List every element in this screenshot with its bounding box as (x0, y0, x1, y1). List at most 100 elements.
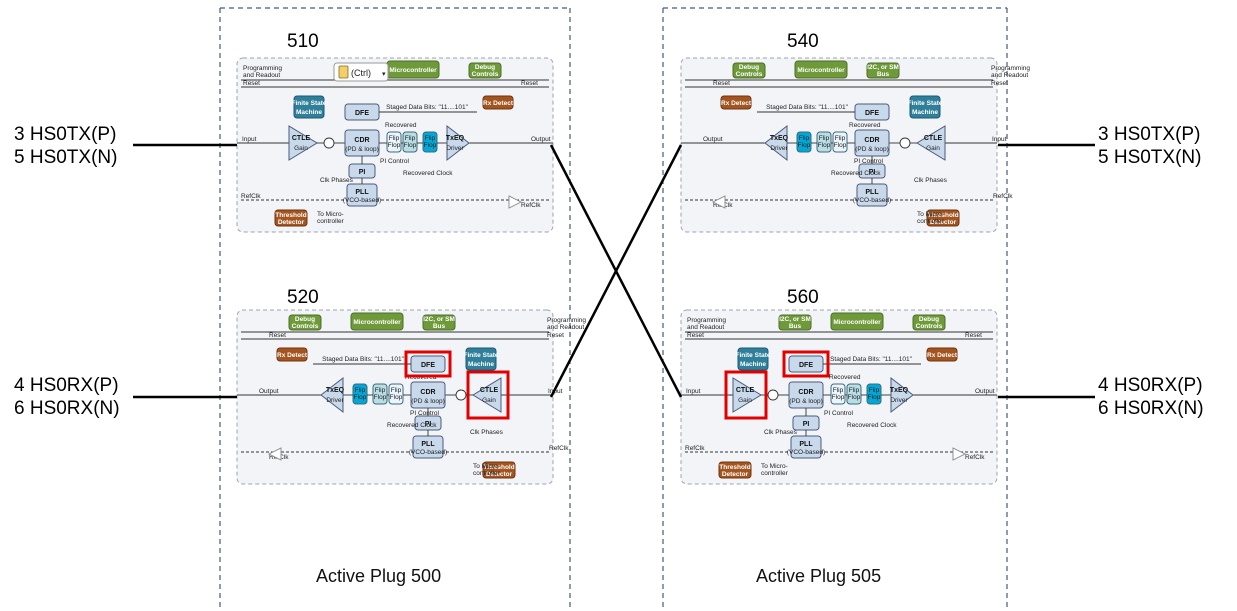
block-number-510: 510 (287, 31, 319, 52)
pll-label: PLL (799, 441, 813, 448)
ctle-amplifier (916, 125, 946, 161)
pi-control-label: PI Control (824, 410, 853, 417)
flip-label: Flip (819, 135, 830, 142)
pi-label: PI (869, 169, 876, 176)
reset-label-right: Reset (965, 332, 982, 339)
flip-flop-1 (830, 383, 846, 405)
reset-label: Reset (547, 332, 564, 339)
flop-label: Flop (848, 394, 861, 401)
fsm-label-2: Machine (296, 109, 322, 116)
detector-label: Detector (278, 219, 305, 226)
pi-label: PI (425, 421, 432, 428)
refclk-label: RefClk (549, 445, 569, 452)
flip-label: Flip (405, 135, 416, 142)
ctle-label: CTLE (736, 387, 755, 394)
and-readout-label: and Readout (547, 324, 584, 331)
pll-sub-label: (VCO-based) (853, 197, 891, 204)
output-label: Output (531, 136, 551, 143)
rx-detect-label: Rx Detect (277, 352, 308, 359)
flop-label: Flop (388, 142, 401, 149)
microcontroller-block (350, 312, 404, 331)
ctrl-paste-popup[interactable]: (Ctrl) ▾ (333, 62, 389, 82)
flip-flop-1 (388, 383, 404, 405)
refclk-buffer (508, 195, 523, 209)
gain-label: Gain (482, 397, 496, 404)
controller-label: controller (473, 470, 501, 477)
cdr-label: CDR (864, 137, 879, 144)
driver-label: Driver (770, 145, 788, 152)
microcontroller-label: Microcontroller (833, 319, 881, 326)
crossover-540-to-520 (549, 144, 683, 398)
pin-label-left-bottom-n: 6 HS0RX(N) (14, 398, 120, 419)
debug-controls-block (912, 314, 946, 331)
flip-flop-1 (386, 131, 402, 153)
bus-label: Bus (433, 323, 446, 330)
output-label: Output (259, 388, 279, 395)
refclk-label: RefClk (685, 445, 705, 452)
microcontroller-block (830, 312, 884, 331)
reset-label-right: Reset (521, 80, 538, 87)
txeq-label: TxEQ (326, 387, 345, 394)
ctrl-popup-label: (Ctrl) (351, 68, 371, 78)
microcontroller-block (794, 60, 848, 79)
threshold-detector-block (718, 461, 752, 479)
pll-sub-label: (VCO-based) (787, 449, 825, 456)
flip-label: Flip (849, 387, 860, 394)
pin-label-left-top-p: 3 HS0TX(P) (14, 124, 116, 145)
clk-phases-label: Clk Phases (914, 177, 948, 184)
flop-label: Flop (354, 394, 367, 401)
pin-label-left-top-n: 5 HS0TX(N) (14, 147, 117, 168)
pi-control-label: PI Control (410, 410, 439, 417)
txeq-label: TxEQ (446, 135, 465, 142)
plug-500-label: Active Plug 500 (316, 566, 441, 586)
block-number-520: 520 (287, 287, 319, 308)
recovered-clock-label: Recovered Clock (387, 422, 437, 429)
pin-label-right-bottom-p: 4 HS0RX(P) (1098, 375, 1203, 396)
detector-label: Detector (486, 471, 513, 478)
input-label: Input (992, 136, 1007, 143)
debug-label: Debug (295, 316, 315, 323)
cdr-sub-label: (PD & loop) (789, 398, 823, 405)
dfe-highlight (404, 350, 452, 378)
controller-label: controller (317, 218, 345, 225)
clk-phases-label: Clk Phases (320, 177, 354, 184)
flop-label: Flop (834, 142, 847, 149)
cdr-sub-label: (PD & loop) (855, 146, 889, 153)
ctle-label: CTLE (292, 135, 311, 142)
input-label: Input (242, 136, 257, 143)
ctle-highlight (466, 370, 510, 420)
fsm-label-1: Finite State (735, 352, 770, 359)
txeq-label: TxEQ (770, 135, 789, 142)
debug-controls-block (288, 314, 322, 331)
controller-label: controller (917, 218, 945, 225)
to-micro-label: To Micro- (761, 463, 788, 470)
flop-label: Flop (832, 394, 845, 401)
cdr-sub-label: (PD & loop) (345, 146, 379, 153)
block-number-560: 560 (787, 287, 819, 308)
pll-sub-label: (VCO-based) (343, 197, 381, 204)
flop-label: Flop (404, 142, 417, 149)
threshold-label: Threshold (927, 212, 958, 219)
bus-label: Bus (789, 323, 802, 330)
flip-flop-3 (352, 383, 368, 405)
threshold-label: Threshold (483, 464, 514, 471)
clk-phases-label: Clk Phases (764, 429, 798, 436)
gain-label: Gain (926, 145, 940, 152)
threshold-label: Threshold (719, 464, 750, 471)
fsm-label-2: Machine (912, 109, 938, 116)
input-label: Input (548, 388, 563, 395)
refclk-label-right: RefClk (521, 202, 541, 209)
plug-500-enclosure (219, 7, 571, 611)
reset-label: Reset (991, 80, 1008, 87)
output-label: Output (703, 136, 723, 143)
i2c-label: I2C, or SM (867, 64, 899, 71)
microcontroller-label: Microcontroller (353, 319, 401, 326)
flop-label: Flop (424, 142, 437, 149)
dfe-label: DFE (865, 110, 879, 117)
i2c-label: I2C, or SM (423, 316, 455, 323)
debug-label: Debug (919, 316, 939, 323)
